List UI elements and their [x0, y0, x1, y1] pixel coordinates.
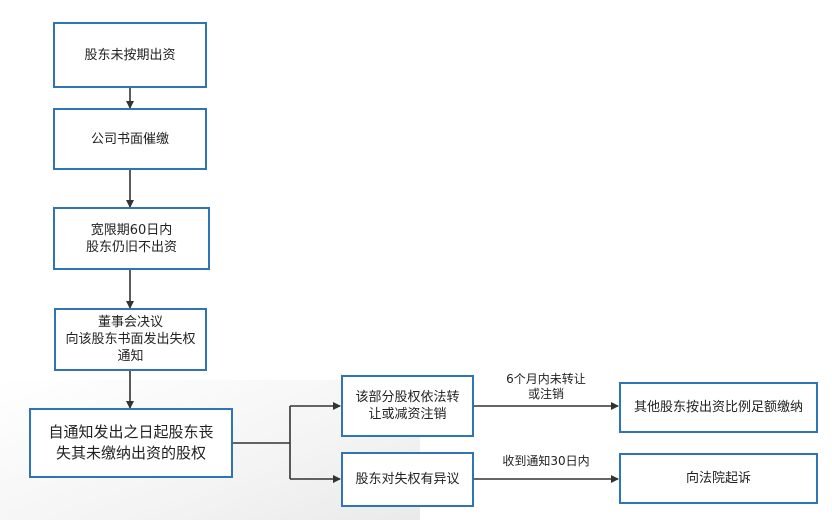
node-shareholder-objection: 股东对失权有异议 [341, 452, 474, 507]
edge-label-six-months: 6个月内未转让 或注销 [506, 372, 586, 401]
node-board-resolution-label: 董事会决议 向该股东书面发出失权 通知 [65, 315, 196, 364]
node-grace-period: 宽限期60日内 股东仍旧不出资 [53, 207, 210, 270]
node-transfer-or-cancel-label: 该部分股权依法转 让或减资注销 [355, 390, 460, 422]
edge-label-thirty-days: 收到通知30日内 [502, 454, 590, 468]
node-company-written-demand: 公司书面催缴 [53, 108, 207, 170]
node-shareholder-objection-label: 股东对失权有异议 [355, 472, 460, 487]
node-shareholder-no-contribution: 股东未按期出资 [53, 22, 207, 88]
node-transfer-or-cancel: 该部分股权依法转 让或减资注销 [341, 375, 474, 437]
node-sue-in-court-label: 向法院起诉 [685, 471, 751, 486]
node-company-written-demand-label: 公司书面催缴 [90, 131, 169, 147]
node-shareholder-no-contribution-label: 股东未按期出资 [84, 47, 176, 63]
node-board-resolution: 董事会决议 向该股东书面发出失权 通知 [54, 308, 207, 371]
node-equity-forfeiture-label: 自通知发出之日起股东丧 失其未缴纳出资的股权 [48, 423, 214, 462]
node-sue-in-court: 向法院起诉 [619, 453, 818, 504]
node-grace-period-label: 宽限期60日内 股东仍旧不出资 [85, 222, 177, 255]
node-other-shareholders-pay-label: 其他股东按出资比例足额缴纳 [633, 400, 803, 415]
node-equity-forfeiture: 自通知发出之日起股东丧 失其未缴纳出资的股权 [29, 408, 233, 478]
node-other-shareholders-pay: 其他股东按出资比例足额缴纳 [619, 382, 818, 433]
